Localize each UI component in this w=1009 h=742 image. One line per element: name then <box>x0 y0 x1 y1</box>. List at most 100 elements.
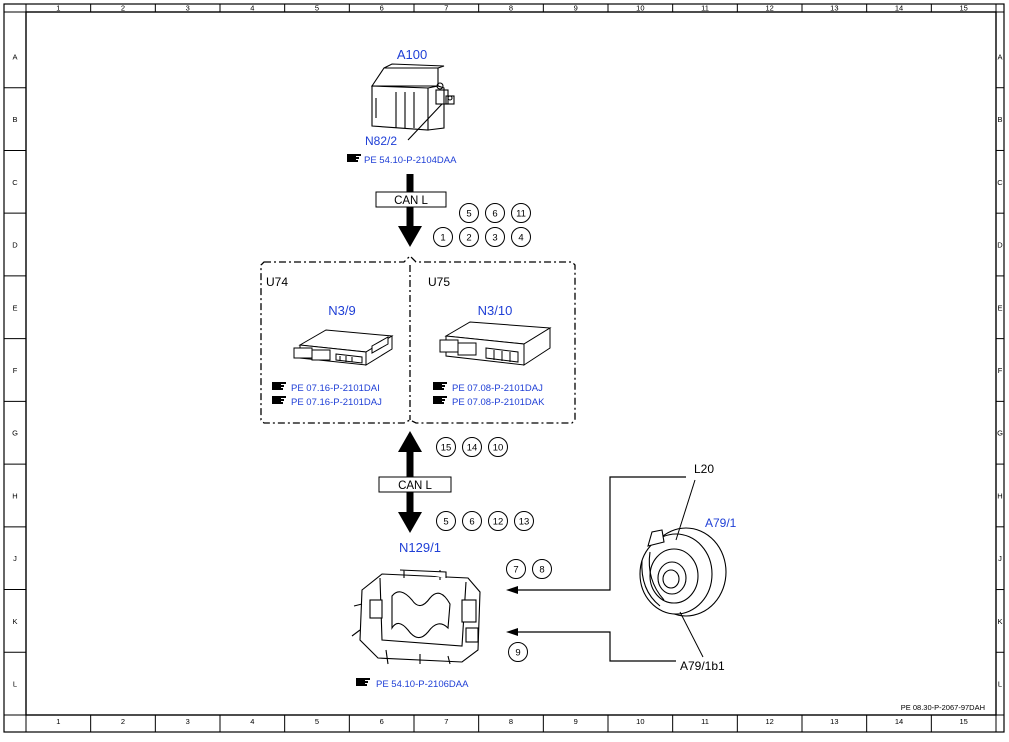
document-reference: PE 08.30-P-2067-97DAH <box>901 703 985 712</box>
signal-circles-a79-1b1: 9 <box>508 642 528 662</box>
pointing-hand-icon <box>347 154 361 162</box>
signal-number-circle <box>488 437 508 457</box>
label-u75: U75 <box>428 275 450 289</box>
row-label: H <box>12 491 17 500</box>
signal-number: 14 <box>467 443 478 454</box>
signal-number: 1 <box>440 233 445 244</box>
row-label: C <box>12 178 18 187</box>
column-label: 8 <box>509 717 513 726</box>
component-u75[interactable]: U75 N3/10 PE 07.08-P-2101DAJ PE 07.08-P-… <box>428 275 552 408</box>
signal-number: 15 <box>441 443 452 454</box>
ref-n3-10-1[interactable]: PE 07.08-P-2101DAJ <box>452 383 543 394</box>
row-label: A <box>12 52 17 61</box>
can-label-top: CAN L <box>394 195 428 207</box>
row-label: J <box>13 554 17 563</box>
column-label: 9 <box>574 4 578 13</box>
column-label: 14 <box>895 717 903 726</box>
label-u74: U74 <box>266 275 288 289</box>
signal-number: 5 <box>466 209 471 220</box>
column-label: 12 <box>765 717 773 726</box>
column-labels: 1122334455667788991010111112121313141415… <box>56 4 968 727</box>
row-label: L <box>13 680 17 689</box>
ref-n3-9-2[interactable]: PE 07.16-P-2101DAJ <box>291 397 382 408</box>
ref-n82-2[interactable]: PE 54.10-P-2104DAA <box>364 155 457 166</box>
pointing-hand-icon <box>433 382 447 390</box>
row-label: A <box>997 52 1002 61</box>
arrow-down-bottom <box>398 512 422 533</box>
signal-number-circle <box>462 511 482 531</box>
signal-number-circle <box>485 203 505 223</box>
signal-number: 8 <box>539 565 544 576</box>
signal-number-circle <box>433 227 453 247</box>
column-ticks <box>90 4 932 732</box>
column-label: 15 <box>959 717 967 726</box>
signal-number: 5 <box>443 517 448 528</box>
component-a79-1[interactable]: A79/1 L20 A79/1b1 <box>639 462 737 673</box>
pointing-hand-icon <box>433 396 447 404</box>
signal-number-circle <box>436 511 456 531</box>
column-label: 5 <box>315 4 319 13</box>
row-label: G <box>997 429 1003 438</box>
signal-number-circle <box>488 511 508 531</box>
row-label: F <box>998 366 1003 375</box>
column-label: 4 <box>250 717 254 726</box>
column-label: 3 <box>186 4 190 13</box>
signal-number-circle <box>532 559 552 579</box>
component-u74[interactable]: U74 N3/9 PE 07.16-P-2101DAI PE 07.16-P-2… <box>266 275 394 408</box>
row-label: B <box>997 115 1002 124</box>
signal-number-circle <box>462 437 482 457</box>
label-n82-2: N82/2 <box>365 134 397 148</box>
arrow-left-l20 <box>506 586 518 594</box>
a79-1-sensor-drawing <box>639 527 727 617</box>
column-label: 4 <box>250 4 254 13</box>
row-label: L <box>998 680 1002 689</box>
signal-number-circle <box>508 642 528 662</box>
row-label: C <box>997 178 1003 187</box>
row-label: K <box>997 617 1002 626</box>
label-n3-9: N3/9 <box>328 303 355 318</box>
column-label: 14 <box>895 4 903 13</box>
ref-n3-9-1[interactable]: PE 07.16-P-2101DAI <box>291 383 380 394</box>
n3-9-ecu-drawing <box>293 329 394 366</box>
signal-number-circle <box>436 437 456 457</box>
n129-1-module-drawing <box>351 569 481 665</box>
label-l20: L20 <box>694 462 714 476</box>
signal-number: 3 <box>492 233 497 244</box>
signal-number-circle <box>459 227 479 247</box>
component-n129-1[interactable]: N129/1 PE 54.10-P-2106DAA <box>351 540 481 690</box>
label-a79-1b1: A79/1b1 <box>680 659 725 673</box>
signal-number-circle <box>511 203 531 223</box>
column-label: 10 <box>636 4 644 13</box>
column-label: 3 <box>186 717 190 726</box>
signal-line-a79-1b1: 9 <box>506 628 676 662</box>
n3-10-ecu-drawing <box>439 321 552 366</box>
ref-n3-10-2[interactable]: PE 07.08-P-2101DAK <box>452 397 545 408</box>
row-label: F <box>13 366 18 375</box>
label-n129-1: N129/1 <box>399 540 441 555</box>
signal-number: 4 <box>518 233 523 244</box>
column-label: 12 <box>765 4 773 13</box>
column-label: 2 <box>121 717 125 726</box>
arrow-left-a79-1b1 <box>506 628 518 636</box>
pointing-hand-icon <box>356 678 370 686</box>
label-a79-1: A79/1 <box>705 516 737 530</box>
column-label: 1 <box>56 4 60 13</box>
column-label: 11 <box>701 717 709 726</box>
ref-n129-1[interactable]: PE 54.10-P-2106DAA <box>376 679 469 690</box>
column-label: 5 <box>315 717 319 726</box>
signal-number-circle <box>459 203 479 223</box>
pointing-hand-icon <box>272 382 286 390</box>
row-label: J <box>998 554 1002 563</box>
row-label: K <box>12 617 17 626</box>
column-label: 6 <box>380 4 384 13</box>
component-a100[interactable]: A100 N82/2 PE 54.10-P-2104DAA <box>347 47 457 166</box>
signal-number: 13 <box>519 517 530 528</box>
arrow-down-top <box>398 226 422 247</box>
